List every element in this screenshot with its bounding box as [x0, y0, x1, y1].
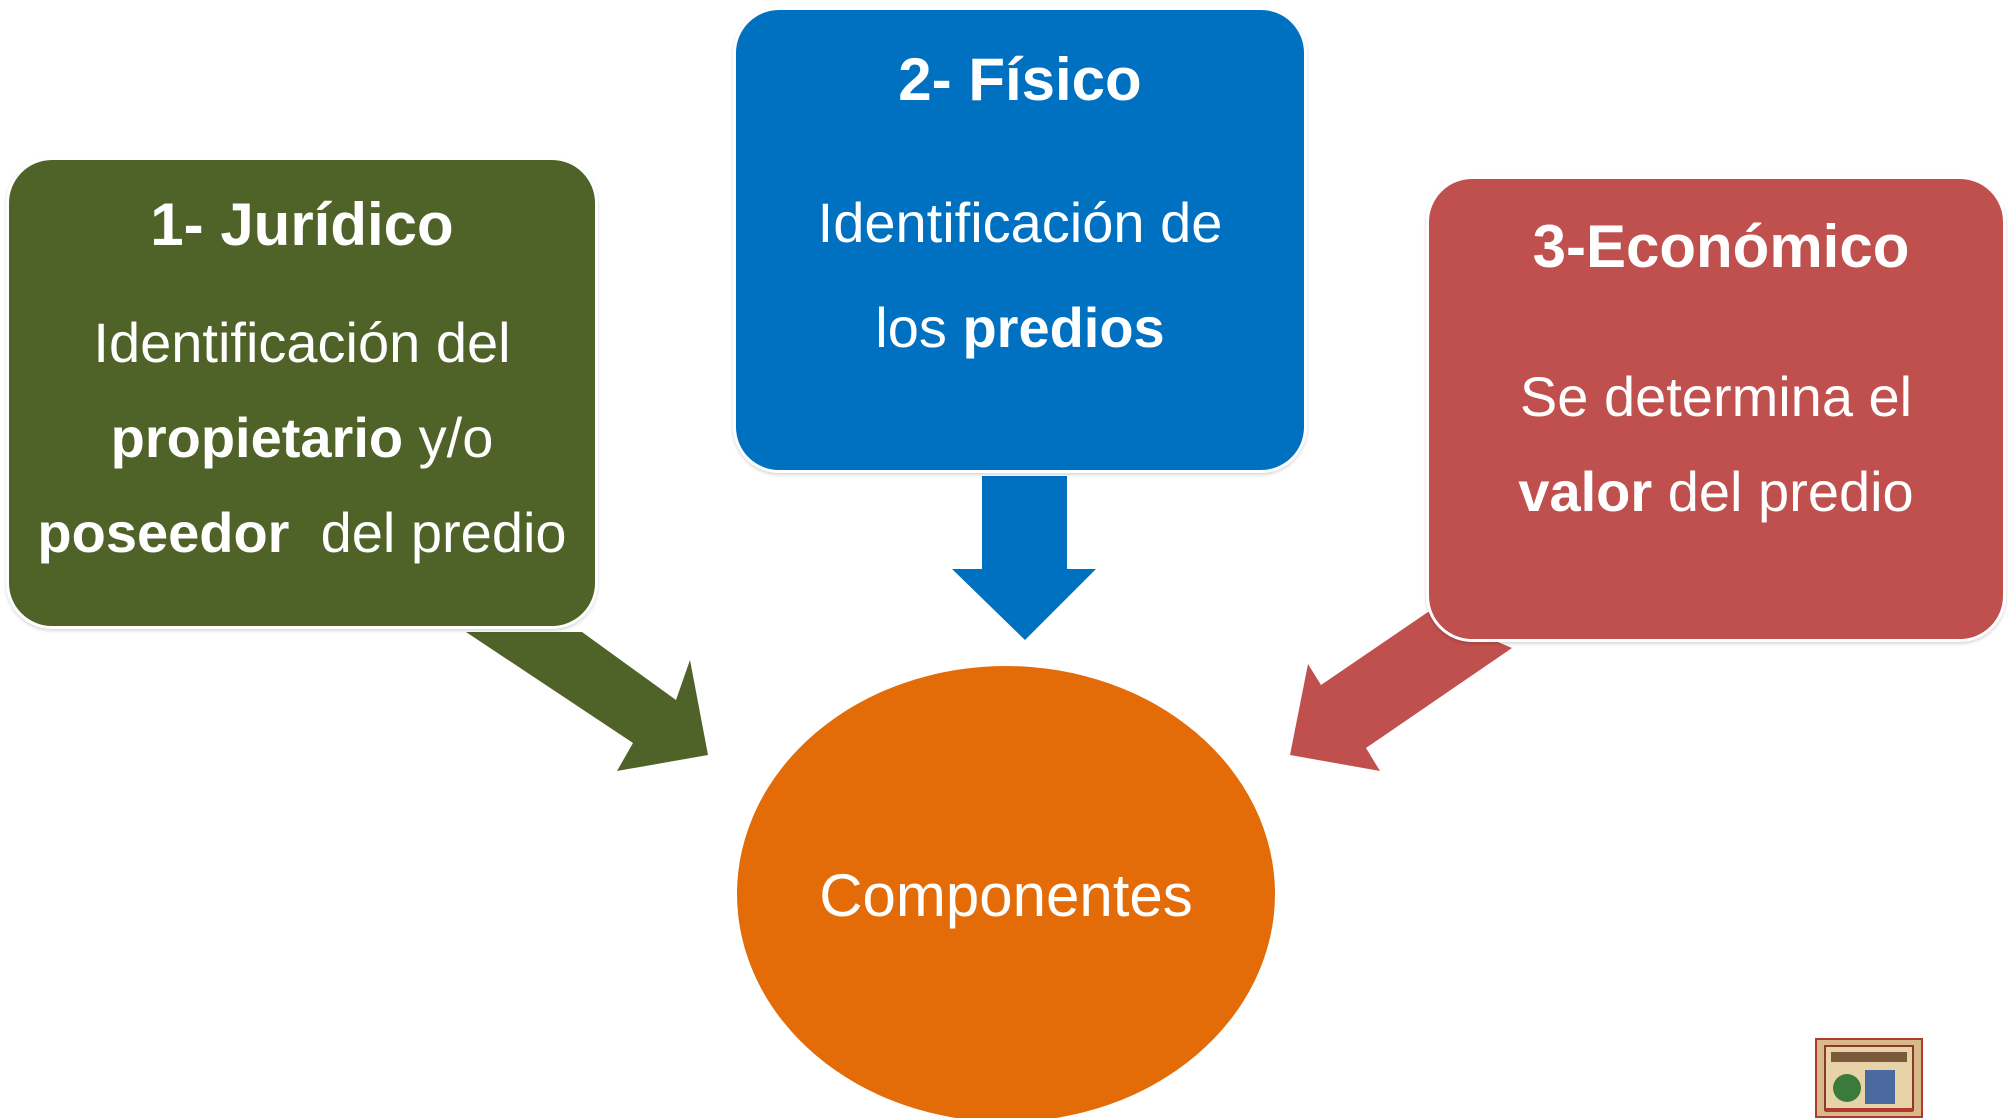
juridico-line-3-rest: del predio — [289, 501, 567, 564]
economico-line-1: Se determina el — [1519, 365, 1913, 428]
juridico-poseedor: poseedor — [37, 501, 290, 564]
juridico-box: 1- Jurídico Identificación del propietar… — [6, 157, 598, 629]
juridico-title: 1- Jurídico — [150, 191, 454, 258]
juridico-propietario: propietario — [110, 406, 404, 469]
fisico-predios: predios — [962, 296, 1165, 359]
arrow-fisico — [952, 476, 1096, 640]
componentes-ellipse: Componentes — [734, 663, 1278, 1118]
economico-line-2: valor del predio — [1429, 464, 2003, 520]
municipal-seal-icon — [1815, 1038, 1923, 1118]
economico-line-2-rest: del predio — [1652, 460, 1914, 523]
fisico-line-2: los predios — [736, 300, 1304, 356]
juridico-line-2-rest: y/o — [403, 406, 494, 469]
componentes-label: Componentes — [819, 862, 1193, 929]
arrow-juridico — [466, 632, 708, 771]
juridico-line-3: poseedor del predio — [9, 505, 595, 561]
fisico-line-1: Identificación de — [817, 191, 1223, 254]
arrow-economico — [1290, 612, 1512, 771]
juridico-line-2: propietario y/o — [9, 410, 595, 466]
fisico-title: 2- Físico — [898, 46, 1142, 113]
economico-box: 3-Económico Se determina el valor del pr… — [1426, 176, 2006, 642]
economico-title: 3-Económico — [1532, 213, 1910, 280]
economico-valor: valor — [1518, 460, 1653, 523]
fisico-box: 2- Físico Identificación de los predios — [733, 7, 1307, 473]
seal-graphic — [1817, 1040, 1921, 1116]
fisico-line-2-pre: los — [875, 296, 963, 359]
juridico-line-1: Identificación del — [93, 311, 511, 374]
